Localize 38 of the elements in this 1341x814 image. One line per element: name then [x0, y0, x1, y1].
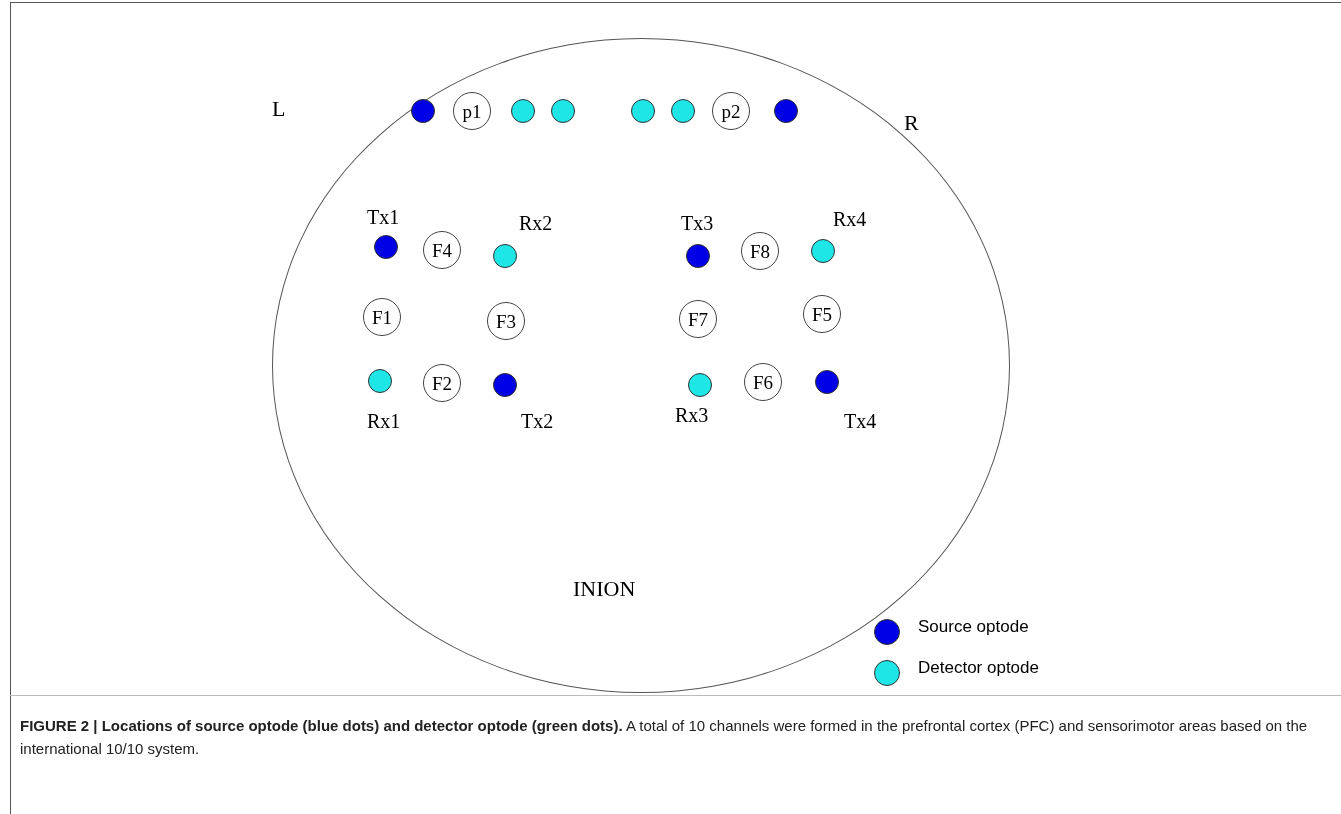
- legend-text: Source optode: [918, 618, 1029, 635]
- optode-label: Tx2: [521, 411, 554, 431]
- source-optode-dot: [686, 244, 710, 268]
- source-optode-dot: [815, 370, 839, 394]
- channel-circle: F4: [423, 231, 461, 269]
- optode-label: Rx1: [367, 411, 401, 431]
- detector-optode-dot: [671, 99, 695, 123]
- channel-circle: F5: [803, 295, 841, 333]
- source-optode-dot: [374, 235, 398, 259]
- source-optode-dot: [493, 373, 517, 397]
- detector-optode-dot: [493, 244, 517, 268]
- channel-circle: p1: [453, 92, 491, 130]
- optode-label: Rx4: [833, 209, 867, 229]
- detector-optode-dot: [631, 99, 655, 123]
- detector-optode-dot: [511, 99, 535, 123]
- channel-circle: F3: [487, 302, 525, 340]
- figure-caption: FIGURE 2 | Locations of source optode (blue dots) and detector optode (green dots). A total of 10 channels were formed in the prefrontal cortex (PFC) and sensorimotor areas based on the international 10/10 system.: [20, 716, 1309, 759]
- optode-label: Tx1: [367, 207, 400, 227]
- source-optode-dot: [411, 99, 435, 123]
- channel-circle: F2: [423, 364, 461, 402]
- side-label: R: [904, 112, 919, 134]
- optode-label: Tx4: [844, 411, 877, 431]
- landmark-label: INION: [573, 578, 636, 600]
- detector-optode-dot: [368, 369, 392, 393]
- optode-label: Rx3: [675, 405, 709, 425]
- channel-circle: F8: [741, 232, 779, 270]
- legend-text: Detector optode: [918, 659, 1039, 676]
- channel-circle: F1: [363, 298, 401, 336]
- optode-label: Rx2: [519, 213, 553, 233]
- channel-circle: F6: [744, 363, 782, 401]
- optode-label: Tx3: [681, 213, 714, 233]
- channel-circle: F7: [679, 300, 717, 338]
- source-optode-dot: [774, 99, 798, 123]
- detector-optode-dot: [811, 239, 835, 263]
- channel-circle: p2: [712, 92, 750, 130]
- detector-optode-dot: [551, 99, 575, 123]
- detector-optode-dot: [688, 373, 712, 397]
- side-label: L: [272, 98, 286, 120]
